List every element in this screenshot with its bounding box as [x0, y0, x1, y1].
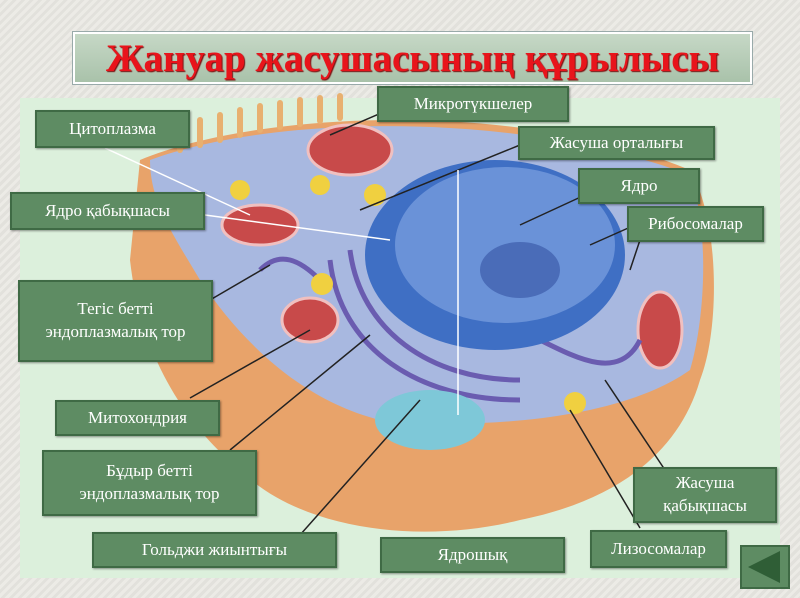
label-ribosomes: Рибосомалар	[627, 206, 764, 242]
triangle-left-icon	[748, 551, 780, 583]
label-lysosomes: Лизосомалар	[590, 530, 727, 568]
back-button[interactable]	[740, 545, 790, 589]
mitochondrion	[220, 203, 300, 247]
mitochondrion	[280, 296, 340, 344]
label-nucleolus: Ядрошық	[380, 537, 565, 573]
label-rough-er: Бұдыр бетті эндоплазмалық тор	[42, 450, 257, 516]
label-cell-membrane: Жасуша қабықшасы	[633, 467, 777, 523]
golgi	[375, 390, 485, 450]
title-box: Жануар жасушасының құрылысы	[73, 32, 752, 84]
label-nucleus: Ядро	[578, 168, 700, 204]
white-pointer-lines	[104, 147, 459, 415]
label-microtubules: Микротүкшелер	[377, 86, 569, 122]
label-cytoplasm: Цитоплазма	[35, 110, 190, 148]
label-smooth-er: Тегіс бетті эндоплазмалық тор	[18, 280, 213, 362]
slide-title: Жануар жасушасының құрылысы	[105, 36, 720, 80]
mitochondrion	[306, 123, 394, 177]
label-cell-center: Жасуша орталығы	[518, 126, 715, 160]
lysosomes	[230, 175, 586, 414]
pointer-lines	[189, 104, 666, 536]
er-membranes	[258, 249, 643, 403]
label-nuclear-envelope: Ядро қабықшасы	[10, 192, 205, 230]
label-mitochondria: Митохондрия	[55, 400, 220, 436]
mitochondrion	[636, 290, 684, 370]
nucleolus	[480, 242, 560, 298]
label-golgi: Гольджи жиынтығы	[92, 532, 337, 568]
